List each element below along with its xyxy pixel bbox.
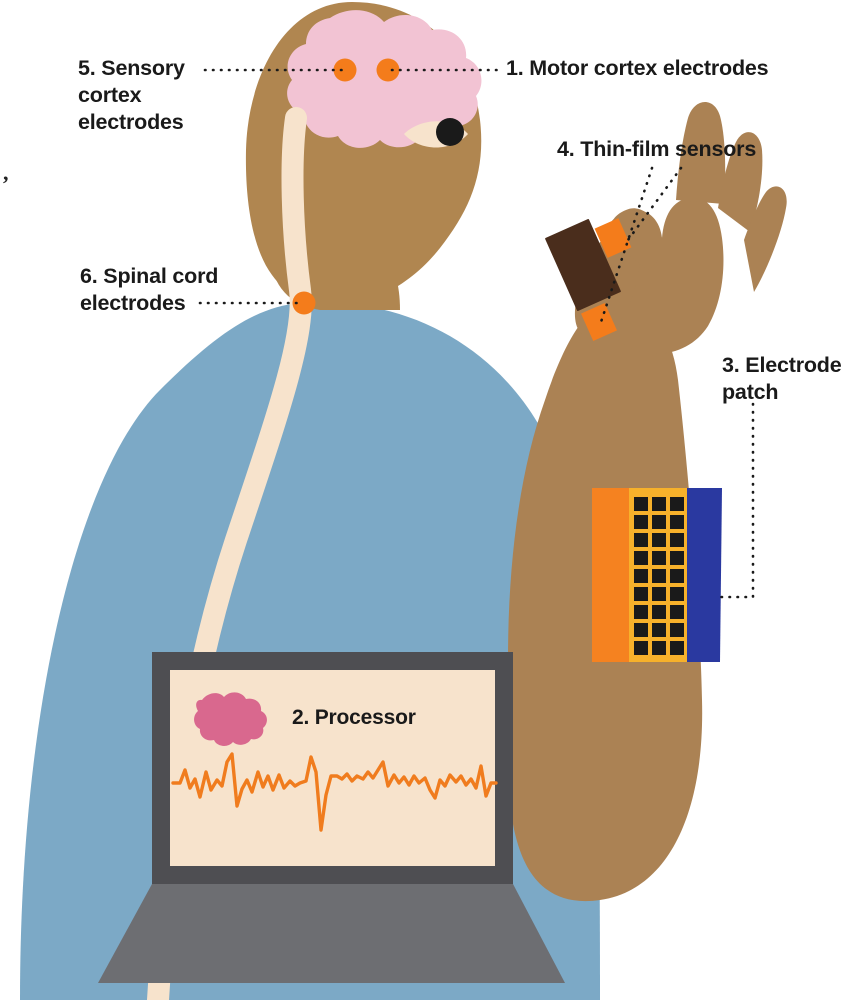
brain-cloud-icon — [194, 692, 267, 746]
laptop-group — [98, 652, 565, 983]
thumb-sensor-band — [581, 303, 617, 341]
brain — [287, 10, 482, 148]
label-sensory-cortex-electrodes: 5. Sensory cortex electrodes — [78, 56, 185, 134]
thin-film-device-group — [545, 218, 632, 341]
motor-cortex-electrode — [376, 58, 400, 82]
ring-finger — [718, 132, 763, 232]
label-motor-cortex-electrodes: 1. Motor cortex electrodes — [506, 56, 769, 80]
electrode-patch-group — [592, 488, 722, 662]
label-processor: 2. Processor — [292, 706, 416, 729]
sensory-cortex-electrode — [333, 58, 357, 82]
electrode-square-grid — [634, 497, 684, 655]
middle-finger — [676, 101, 726, 204]
label-electrode-patch: 3. Electrode patch — [722, 353, 842, 404]
patch-blue-band — [687, 488, 722, 662]
index-finger-sensor-band — [594, 218, 632, 258]
thin-film-device — [545, 219, 621, 311]
leader-thin-film-b — [626, 166, 683, 242]
edge-artifact-mark: , — [3, 160, 9, 185]
eye-pupil — [436, 118, 464, 146]
label-spinal-cord-electrodes: 6. Spinal cord electrodes — [80, 264, 219, 315]
leader-electrode-patch — [713, 402, 755, 599]
laptop-base — [98, 884, 565, 983]
eye — [404, 118, 468, 148]
pinky-finger — [744, 186, 787, 292]
eeg-waveform — [171, 752, 498, 832]
label-thin-film-sensors: 4. Thin-film sensors — [557, 137, 757, 161]
leader-lines — [198, 68, 755, 599]
spinal-cord-electrode — [292, 291, 316, 315]
patch-orange-band — [592, 488, 629, 662]
